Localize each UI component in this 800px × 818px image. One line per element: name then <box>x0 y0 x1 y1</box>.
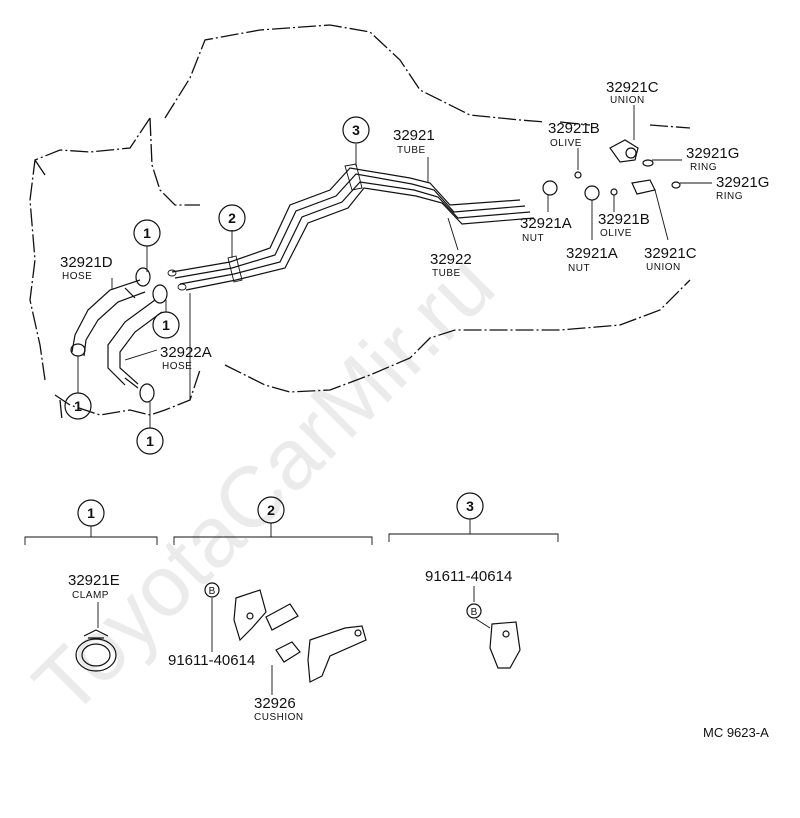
part-name-hose-32921d: HOSE <box>62 271 92 282</box>
svg-text:3: 3 <box>352 122 360 138</box>
svg-text:2: 2 <box>228 210 236 226</box>
callout-1-d: 1 <box>136 427 164 455</box>
svg-text:1: 1 <box>87 505 95 521</box>
watermark: ToyotaCarMir.ru <box>16 236 513 733</box>
svg-text:1: 1 <box>143 225 151 241</box>
part-number-32921-tube: 32921 <box>393 127 435 144</box>
part-name-olive-bottom: OLIVE <box>600 228 632 239</box>
part-name-union-bottom: UNION <box>646 262 681 273</box>
part-number-32921c-bottom: 32921C <box>644 245 697 262</box>
part-number-32921b-top: 32921B <box>548 120 600 137</box>
detail-section-2-header: 2 <box>173 496 373 545</box>
part-name-union-top: UNION <box>610 95 645 106</box>
bolt-b-sec3: B <box>466 603 482 619</box>
detail-section-3-header: 3 <box>388 492 559 542</box>
part-number-32922-tube: 32922 <box>430 251 472 268</box>
part-name-tube-32922: TUBE <box>432 268 461 279</box>
part-number-32921g-bottom: 32921G <box>716 174 769 191</box>
svg-text:2: 2 <box>267 502 275 518</box>
callout-1-a: 1 <box>133 219 161 247</box>
svg-text:B: B <box>471 607 478 618</box>
svg-text:B: B <box>209 586 216 597</box>
callout-1-c: 1 <box>64 392 92 420</box>
part-number-32921g-top: 32921G <box>686 145 739 162</box>
callout-1-b: 1 <box>152 311 180 339</box>
part-name-tube-32921: TUBE <box>397 145 426 156</box>
part-number-32921d-hose: 32921D <box>60 254 113 271</box>
engine-outline <box>29 24 691 416</box>
part-name-olive-top: OLIVE <box>550 138 582 149</box>
svg-text:1: 1 <box>74 398 82 414</box>
fuel-hoses <box>70 267 168 403</box>
detail-section-1-header: 1 <box>24 499 158 545</box>
part-name-clamp: CLAMP <box>72 590 109 601</box>
part-number-32921c-top: 32921C <box>606 79 659 96</box>
hose-clamp-drawing <box>75 629 117 672</box>
tube-clip-drawing <box>489 621 521 669</box>
part-name-ring-top: RING <box>690 162 717 173</box>
part-number-32921a-left: 32921A <box>520 215 572 232</box>
part-number-32921a-mid: 32921A <box>566 245 618 262</box>
fuel-tube-bundle <box>167 163 535 291</box>
svg-text:1: 1 <box>162 317 170 333</box>
part-name-nut-mid: NUT <box>568 263 590 274</box>
part-number-91611-40614-sec2: 91611-40614 <box>168 652 255 669</box>
leader-lines <box>77 105 712 428</box>
tube-bracket-drawing <box>233 589 367 683</box>
part-number-32926-cushion: 32926 <box>254 695 296 712</box>
part-number-32922a-hose: 32922A <box>160 344 212 361</box>
fittings <box>542 139 681 201</box>
svg-text:3: 3 <box>466 498 474 514</box>
part-number-91611-40614-sec3: 91611-40614 <box>425 568 512 585</box>
part-name-cushion: CUSHION <box>254 712 304 723</box>
part-name-hose-32922a: HOSE <box>162 361 192 372</box>
part-name-nut-left: NUT <box>522 233 544 244</box>
callout-2-main: 2 <box>218 204 246 232</box>
svg-text:1: 1 <box>146 433 154 449</box>
bellhousing-outline <box>34 117 200 421</box>
part-number-32921b-bottom: 32921B <box>598 211 650 228</box>
figure-code: MC 9623-A <box>703 725 769 740</box>
part-name-ring-bottom: RING <box>716 191 743 202</box>
part-number-32921e-clamp: 32921E <box>68 572 120 589</box>
callout-3-main: 3 <box>342 116 370 144</box>
bolt-b-sec2: B <box>204 582 220 598</box>
